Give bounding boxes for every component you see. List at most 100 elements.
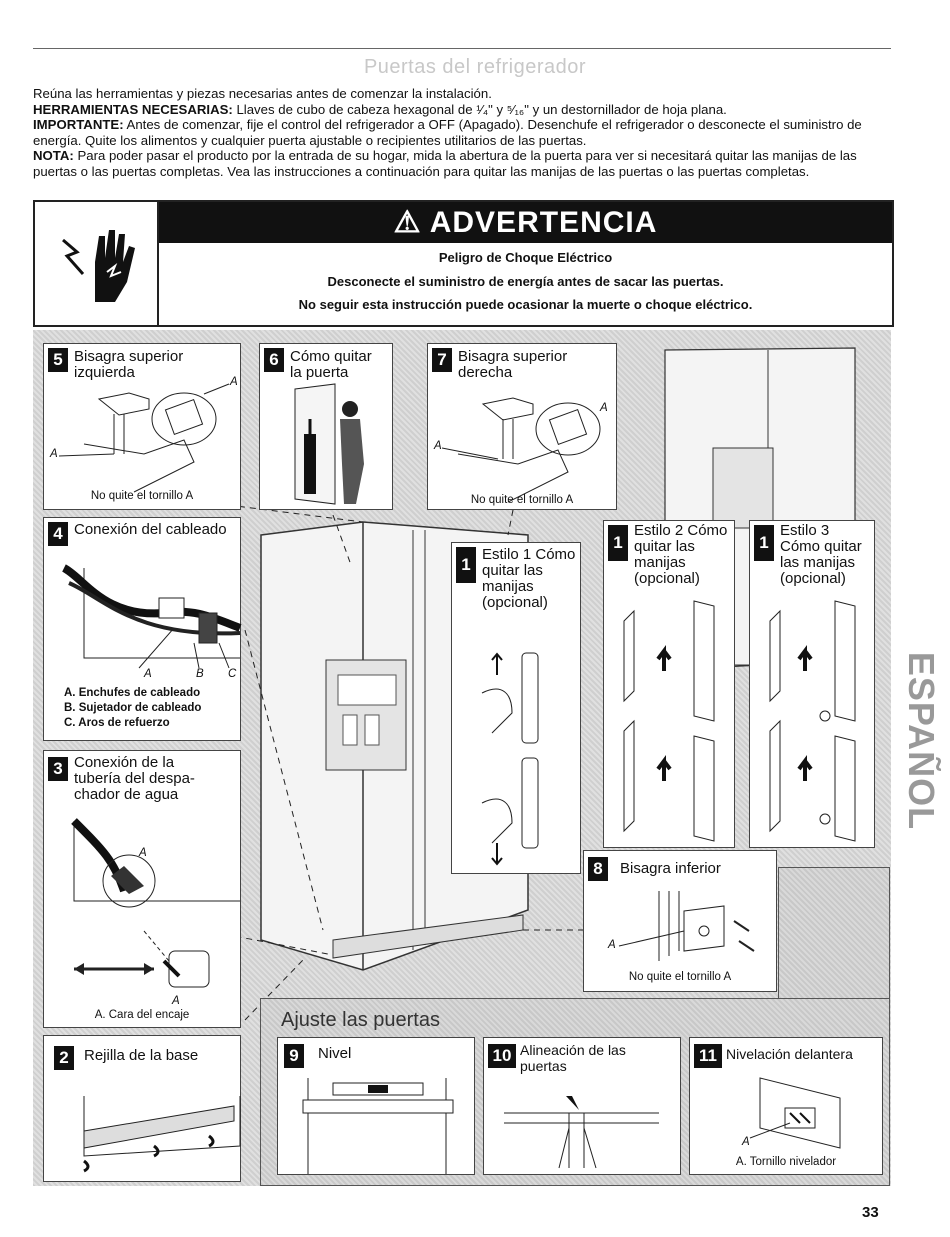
style-1-title: Estilo 1 Cómo quitar las manijas (opcion…	[482, 546, 576, 611]
important-paragraph: IMPORTANTE: Antes de comenzar, fije el c…	[33, 117, 893, 148]
step-4-legend-c: C. Aros de refuerzo	[64, 717, 170, 729]
step-2-grille-drawing	[83, 1096, 241, 1173]
tools-text: Llaves de cubo de cabeza hexagonal de ¹⁄…	[232, 101, 727, 117]
step-7-number: 7	[432, 348, 452, 372]
tools-paragraph: HERRAMIENTAS NECESARIAS: Llaves de cubo …	[33, 102, 893, 118]
step-8-title: Bisagra inferior	[620, 860, 721, 877]
step-5-label-a1: A	[230, 376, 238, 388]
step-4-title: Conexión del cableado	[74, 521, 227, 538]
step-6-number: 6	[264, 348, 284, 372]
step-3-title: Conexión de la tubería del despa-chador …	[74, 754, 195, 803]
step-3-label-a2: A	[172, 995, 180, 1007]
diagram-area: 5 Bisagra superior izquierda A A No quit…	[33, 330, 891, 1186]
step-5-hinge-drawing	[58, 383, 230, 493]
step-6-door-drawing	[294, 383, 364, 505]
style-1-number: 1	[456, 547, 476, 583]
step-8-caption: No quite el tornillo A	[628, 971, 732, 983]
step-7-title: Bisagra superior derecha	[458, 348, 568, 381]
warning-line-3: No seguir esta instrucción puede ocasion…	[298, 297, 753, 312]
step-9-panel: 9 Nivel	[277, 1037, 475, 1175]
step-3-water-line-drawing	[71, 818, 240, 988]
step-10-alignment-drawing	[504, 1096, 659, 1169]
adjust-doors-title: Ajuste las puertas	[281, 1009, 440, 1031]
step-10-title: Alineación de las puertas	[520, 1042, 626, 1074]
refrigerator-illustration	[202, 347, 856, 1021]
step-7-panel: 7 Bisagra superior derecha A A No quite …	[427, 343, 617, 510]
right-shaded-panel	[778, 867, 890, 999]
note-text: Para poder pasar el producto por la entr…	[33, 148, 857, 179]
step-4-wiring-drawing	[61, 564, 242, 669]
step-7-caption: No quite el tornillo A	[470, 494, 574, 506]
style-3-handle-drawing	[769, 600, 856, 842]
intro-line: Reúna las herramientas y piezas necesari…	[33, 86, 492, 101]
step-3-number: 3	[48, 757, 68, 781]
step-5-label-a2: A	[50, 448, 58, 460]
style-3-panel: 1 Estilo 3 Cómo quitar las manijas (opci…	[749, 520, 875, 848]
step-7-label-a1: A	[600, 402, 608, 414]
step-8-hinge-drawing	[618, 891, 755, 961]
step-4-panel: 4 Conexión del cableado A B C A. Enchufe…	[43, 517, 242, 741]
step-9-number: 9	[284, 1044, 304, 1068]
important-label: IMPORTANTE:	[33, 117, 124, 133]
page-number: 33	[862, 1204, 879, 1221]
step-2-number: 2	[54, 1046, 74, 1070]
top-rule	[33, 48, 891, 49]
step-10-number: 10	[488, 1044, 516, 1068]
step-11-title: Nivelación delantera	[726, 1046, 853, 1062]
important-text: Antes de comenzar, fije el control del r…	[33, 117, 862, 148]
adjust-doors-section: Ajuste las puertas 9 Nivel 10 Alineación…	[260, 998, 890, 1186]
step-5-number: 5	[48, 348, 68, 372]
step-6-panel: 6 Cómo quitar la puerta	[259, 343, 393, 510]
language-side-tab-text: ESPAÑOL	[901, 651, 942, 831]
electric-shock-hand-icon	[35, 202, 159, 325]
step-5-caption: No quite el tornillo A	[90, 490, 194, 502]
step-3-panel: 3 Conexión de la tubería del despa-chado…	[43, 750, 241, 1028]
step-11-label-a: A	[742, 1136, 750, 1148]
style-1-handle-drawing	[481, 652, 539, 866]
step-2-title: Rejilla de la base	[84, 1047, 199, 1064]
style-3-number: 1	[754, 525, 774, 561]
warning-heading-text: ADVERTENCIA	[429, 206, 658, 239]
step-7-label-a2: A	[434, 440, 442, 452]
step-4-label-c: C	[228, 668, 237, 680]
step-4-number: 4	[48, 522, 68, 546]
step-11-number: 11	[694, 1044, 722, 1068]
step-8-number: 8	[588, 857, 608, 881]
step-11-caption: A. Tornillo nivelador	[735, 1156, 837, 1168]
step-8-panel: 8 Bisagra inferior A No quite el tornill…	[583, 850, 777, 992]
step-11-panel: 11 Nivelación delantera A A. Tornillo ni…	[689, 1037, 883, 1175]
warning-triangle-icon: ⚠	[393, 206, 422, 239]
step-3-caption: A. Cara del encaje	[94, 1009, 190, 1021]
step-9-title: Nivel	[318, 1045, 352, 1062]
warning-line-2: Desconecte el suministro de energía ante…	[327, 274, 724, 289]
language-side-tab: ESPAÑOL	[896, 640, 942, 840]
step-5-panel: 5 Bisagra superior izquierda A A No quit…	[43, 343, 241, 510]
note-label: NOTA:	[33, 148, 74, 164]
style-2-panel: 1 Estilo 2 Cómo quitar las manijas (opci…	[603, 520, 735, 848]
warning-line-1: Peligro de Choque Eléctrico	[438, 250, 613, 265]
step-10-panel: 10 Alineación de las puertas	[483, 1037, 681, 1175]
style-1-panel: 1 Estilo 1 Cómo quitar las manijas (opci…	[451, 542, 581, 874]
style-2-number: 1	[608, 525, 628, 561]
warning-box: ⚠ ADVERTENCIA Peligro de Choque Eléctric…	[33, 200, 894, 327]
step-4-legend-b: B. Sujetador de cableado	[64, 702, 202, 714]
step-4-label-a: A	[144, 668, 152, 680]
tools-label: HERRAMIENTAS NECESARIAS:	[33, 101, 233, 117]
intro-text: Reúna las herramientas y piezas necesari…	[33, 86, 893, 180]
step-9-level-drawing	[302, 1078, 454, 1174]
note-paragraph: NOTA: Para poder pasar el producto por l…	[33, 148, 893, 179]
step-8-label-a: A	[608, 939, 616, 951]
warning-heading: ⚠ ADVERTENCIA	[159, 202, 892, 243]
step-6-title: Cómo quitar la puerta	[290, 348, 372, 381]
step-11-leveling-drawing	[749, 1077, 841, 1149]
shock-hand-drawing	[62, 230, 135, 302]
step-4-label-b: B	[196, 668, 204, 680]
step-5-title: Bisagra superior izquierda	[74, 348, 184, 381]
step-7-hinge-drawing	[441, 397, 601, 503]
style-3-title: Estilo 3 Cómo quitar las manijas (opcion…	[780, 522, 862, 587]
step-3-label-a1: A	[139, 847, 147, 859]
style-2-handle-drawing	[623, 600, 715, 842]
step-4-legend-a: A. Enchufes de cableado	[64, 687, 201, 699]
step-2-panel: 2 Rejilla de la base	[43, 1035, 241, 1182]
page-title: Puertas del refrigerador	[363, 56, 587, 78]
